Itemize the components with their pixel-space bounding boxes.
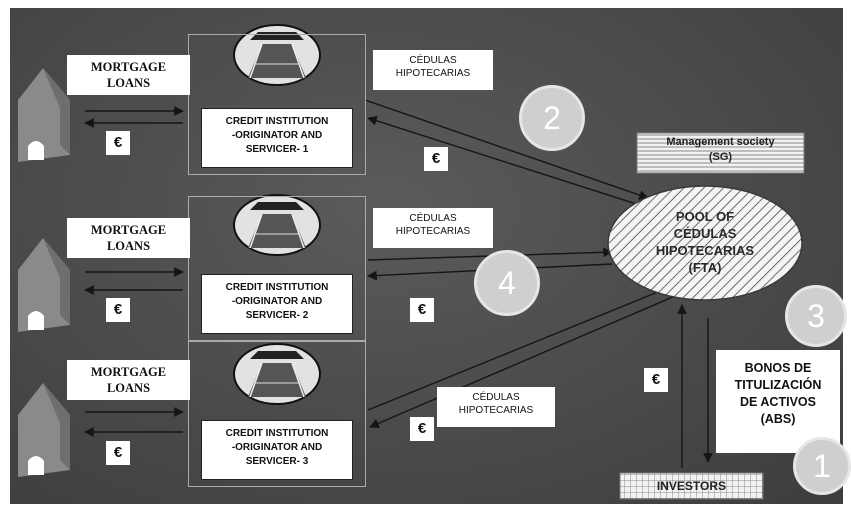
cedulas-arrow: [364, 99, 649, 200]
institution-label: CREDIT INSTITUTION -ORIGINATOR AND SERVI…: [201, 420, 353, 480]
institution-label: CREDIT INSTITUTION -ORIGINATOR AND SERVI…: [201, 274, 353, 334]
euro-label: €: [106, 131, 130, 155]
pool-ellipse: [607, 185, 803, 301]
institution-panel: CREDIT INSTITUTION -ORIGINATOR AND SERVI…: [188, 196, 366, 341]
step-number-4: 4: [474, 250, 540, 316]
euro-label: €: [106, 298, 130, 322]
euro-label: €: [424, 147, 448, 171]
institution-panel: CREDIT INSTITUTION -ORIGINATOR AND SERVI…: [188, 341, 366, 487]
mortgage-loans-label: MORTGAGE LOANS: [67, 55, 190, 95]
institution-label: CREDIT INSTITUTION -ORIGINATOR AND SERVI…: [201, 108, 353, 168]
management-society-box: [636, 132, 805, 174]
euro-label: €: [644, 368, 668, 392]
euro-label: €: [410, 298, 434, 322]
step-number-3: 3: [785, 285, 847, 347]
institution-emblem-icon: [233, 343, 321, 405]
euro-label: €: [410, 417, 434, 441]
house-icon: [18, 238, 70, 332]
cedulas-label: CÉDULAS HIPOTECARIAS: [373, 50, 493, 90]
funding-arrow: [369, 292, 683, 429]
house-icon: [18, 383, 70, 477]
mortgage-loans-label: MORTGAGE LOANS: [67, 360, 190, 400]
house-icon: [18, 68, 70, 162]
step-number-2: 2: [519, 85, 585, 151]
cedulas-label: CÉDULAS HIPOTECARIAS: [373, 208, 493, 248]
pool-label: POOL OF CÉDULAS HIPOTECARIAS (FTA): [655, 209, 755, 275]
mortgage-loans-label: MORTGAGE LOANS: [67, 218, 190, 258]
euro-label: €: [106, 441, 130, 465]
institution-panel: CREDIT INSTITUTION -ORIGINATOR AND SERVI…: [188, 34, 366, 175]
institution-emblem-icon: [233, 194, 321, 256]
abs-bonds-label: BONOS DE TITULIZACIÓN DE ACTIVOS (ABS): [716, 350, 840, 453]
investors-box: [619, 472, 764, 500]
funding-arrow: [367, 116, 656, 211]
step-number-1: 1: [793, 437, 851, 495]
management-society-label: Management society (SG): [666, 136, 775, 163]
cedulas-arrow: [367, 283, 676, 411]
cedulas-label: CÉDULAS HIPOTECARIAS: [437, 387, 555, 427]
investors-label: INVESTORS: [656, 479, 727, 493]
